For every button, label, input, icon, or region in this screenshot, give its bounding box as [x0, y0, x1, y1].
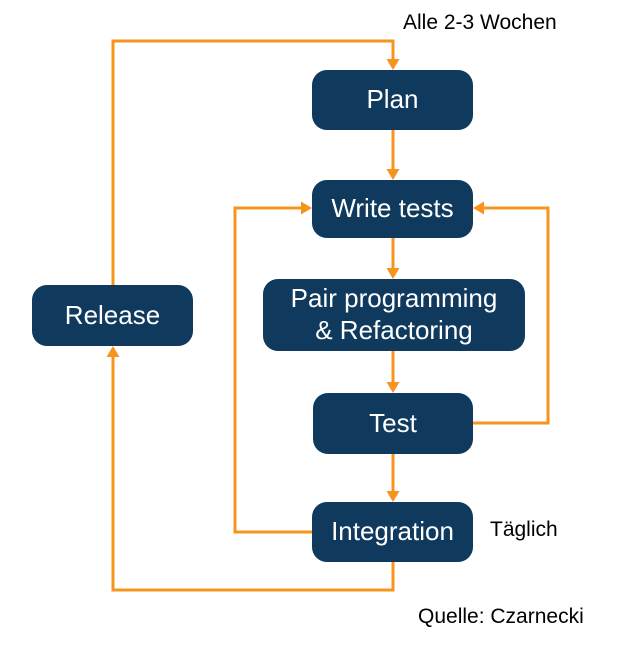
node-plan: Plan: [312, 70, 473, 130]
node-release: Release: [32, 285, 193, 346]
daily-label: Täglich: [490, 518, 558, 541]
arrowhead-into-write-tests-right: [473, 201, 484, 215]
arrow-test-to-write-tests: [473, 206, 550, 425]
arrowhead-into-write-tests-left: [301, 201, 312, 215]
node-pair-label-line2: & Refactoring: [315, 315, 473, 345]
arrowhead-into-write-tests-top: [386, 169, 400, 180]
node-integration-label: Integration: [331, 516, 454, 547]
node-pair-label-line1: Pair programming: [290, 283, 498, 314]
arrowhead-into-pair-top: [386, 268, 400, 279]
arrow-release-to-plan: [111, 39, 395, 285]
arrowhead-into-plan-top: [386, 59, 400, 70]
node-integration: Integration: [312, 502, 473, 562]
arrowhead-into-release-bottom: [106, 346, 120, 357]
arrowhead-into-test-top: [386, 382, 400, 393]
node-pair-programming-refactoring: Pair programming & Refactoring: [263, 279, 525, 351]
node-test-label: Test: [369, 407, 417, 438]
node-release-label: Release: [64, 299, 161, 330]
node-plan-label: Plan: [366, 84, 419, 115]
node-write-tests: Write tests: [312, 180, 473, 238]
arrowhead-into-integration-top: [386, 491, 400, 502]
cycle-duration-label: Alle 2-3 Wochen: [403, 11, 557, 34]
source-credit-label: Quelle: Czarnecki: [418, 605, 584, 628]
node-test: Test: [313, 393, 473, 454]
arrow-integration-to-write-tests: [233, 206, 312, 534]
node-write-tests-label: Write tests: [331, 193, 454, 224]
arrow-integration-to-release: [111, 357, 395, 592]
